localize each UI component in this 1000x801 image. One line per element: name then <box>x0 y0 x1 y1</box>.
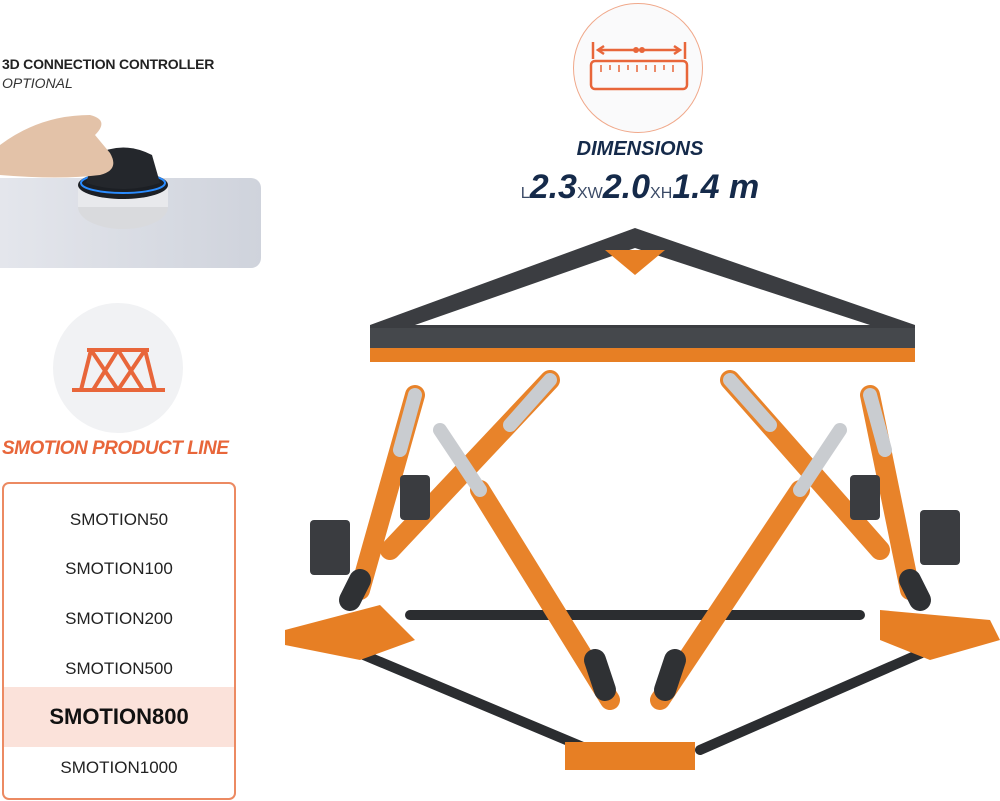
unit: m <box>728 168 760 206</box>
length-value: 2.3 <box>529 168 577 206</box>
product-line-list: SMOTION50 SMOTION100 SMOTION200 SMOTION5… <box>2 482 236 800</box>
controller-optional-label: OPTIONAL <box>2 75 73 91</box>
3d-mouse-controller-image <box>0 115 168 229</box>
product-item-smotion50[interactable]: SMOTION50 <box>69 510 169 529</box>
hexapod-icon <box>72 348 165 392</box>
controller-title: 3D CONNECTION CONTROLLER <box>2 56 215 72</box>
times-symbol: X <box>576 185 588 202</box>
product-item-smotion100[interactable]: SMOTION100 <box>65 559 173 578</box>
width-value: 2.0 <box>602 168 651 206</box>
ruler-icon <box>589 42 689 91</box>
product-line-title: SMOTION PRODUCT LINE <box>2 438 229 459</box>
product-item-smotion1000[interactable]: SMOTION1000 <box>60 758 178 777</box>
height-value: 1.4 <box>672 168 720 206</box>
dimensions-title: DIMENSIONS <box>576 138 704 160</box>
product-item-smotion800[interactable]: SMOTION800 <box>4 687 234 747</box>
height-label: H <box>660 185 673 202</box>
product-item-smotion200[interactable]: SMOTION200 <box>65 609 173 628</box>
times-symbol: X <box>650 185 661 202</box>
length-label: L <box>520 185 530 202</box>
dimensions-icon-circle <box>573 3 703 133</box>
hexapod-platform-image <box>285 228 1000 770</box>
width-label: W <box>587 185 603 202</box>
dimensions-value: L2.3XW2.0XH1.4 m <box>500 168 780 207</box>
product-line-icon-circle <box>53 303 183 433</box>
product-item-smotion500[interactable]: SMOTION500 <box>65 659 173 678</box>
